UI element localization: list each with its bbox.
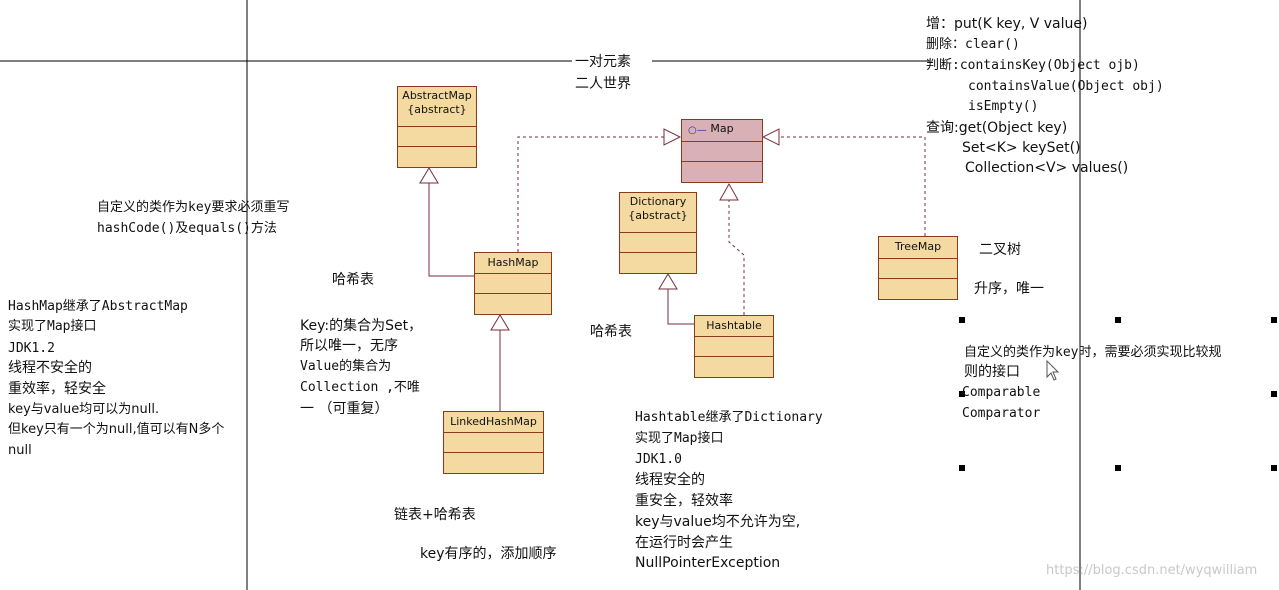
hashtable-desc-line2: 实现了Map接口	[635, 431, 724, 446]
class-header: TreeMap	[879, 237, 957, 259]
class-attributes	[475, 274, 551, 294]
class-attributes	[398, 127, 476, 147]
method-remove: 删除：clear()	[926, 37, 1020, 52]
method-judge-containsvalue: containsValue(Object obj)	[968, 79, 1164, 94]
class-stereotype: {abstract}	[628, 209, 688, 222]
class-operations	[398, 147, 476, 167]
class-operations	[879, 279, 957, 299]
resize-handle[interactable]	[959, 391, 965, 397]
hashmap-desc-line4: 线程不安全的	[8, 360, 92, 376]
class-name: Map	[710, 122, 734, 135]
custom-key-note-line2: hashCode()及equals()方法	[97, 221, 277, 236]
class-attributes	[879, 259, 957, 279]
treemap-note-line1: 自定义的类作为key时，需要必须实现比较规	[964, 345, 1222, 360]
class-header: LinkedHashMap	[444, 412, 543, 433]
class-name: Dictionary	[629, 195, 687, 208]
mouse-pointer-icon	[1046, 360, 1060, 381]
method-add: 增：put(K key, V value)	[926, 16, 1088, 32]
class-attributes	[620, 233, 696, 253]
key-set-note-line4: Collection ,不唯	[300, 380, 420, 395]
interface-icon: ○—	[688, 125, 707, 136]
linked-structure-label: 链表+哈希表	[394, 507, 476, 523]
hashmap-desc-line1: HashMap继承了AbstractMap	[8, 299, 188, 314]
class-dictionary[interactable]: Dictionary {abstract}	[619, 192, 697, 274]
binary-tree-label: 二叉树	[979, 242, 1021, 258]
class-operations	[475, 294, 551, 314]
class-operations	[695, 357, 773, 377]
watermark: https://blog.csdn.net/wyqwilliam	[1046, 563, 1258, 578]
key-set-note-line5: 一 （可重复）	[300, 401, 389, 417]
method-query-values: Collection<V> values()	[965, 160, 1129, 176]
class-header: Hashtable	[695, 316, 773, 337]
hashmap-desc-line2: 实现了Map接口	[8, 319, 97, 334]
key-set-note-line2: 所以唯一，无序	[300, 338, 398, 354]
class-linked-hash-map[interactable]: LinkedHashMap	[443, 411, 544, 474]
class-abstract-map[interactable]: AbstractMap {abstract}	[397, 86, 477, 168]
selected-text-box[interactable]	[959, 317, 1277, 471]
class-attributes	[695, 337, 773, 357]
class-hashtable[interactable]: Hashtable	[694, 315, 774, 378]
hashmap-desc-line5: 重效率，轻安全	[8, 381, 106, 397]
treemap-note-line4: Comparator	[962, 406, 1041, 421]
treemap-note-line3: Comparable	[962, 385, 1041, 400]
hashtable-desc-line7: 在运行时会产生	[635, 535, 733, 551]
resize-handle[interactable]	[959, 317, 965, 323]
ascending-unique-label: 升序，唯一	[974, 281, 1044, 297]
hashmap-desc-line8: null	[8, 443, 32, 458]
resize-handle[interactable]	[1271, 317, 1277, 323]
class-name: LinkedHashMap	[450, 415, 537, 428]
class-hash-map[interactable]: HashMap	[474, 252, 552, 315]
method-judge-isempty: isEmpty()	[968, 99, 1039, 114]
class-header: Dictionary {abstract}	[620, 193, 696, 233]
class-name: AbstractMap	[402, 89, 472, 102]
hashtable-desc-line5: 重安全，轻效率	[635, 493, 733, 509]
class-operations	[444, 453, 543, 473]
key-set-note-line3: Value的集合为	[300, 359, 392, 374]
class-header: ○— Map	[682, 120, 762, 142]
hashtable-desc-line3: JDK1.0	[635, 452, 682, 467]
hashtable-desc-line4: 线程安全的	[635, 472, 705, 488]
method-query-get: 查询:get(Object key)	[926, 120, 1068, 136]
center-title-line1: 一对元素	[575, 54, 631, 70]
class-attributes	[682, 142, 762, 162]
hashmap-desc-line6: key与value均可以为null.	[8, 402, 160, 417]
hash-table-label-left: 哈希表	[332, 272, 374, 288]
custom-key-note-line1: 自定义的类作为key要求必须重写	[97, 200, 290, 215]
method-judge-containskey: 判断:containsKey(Object ojb)	[926, 58, 1140, 73]
hash-table-label-mid: 哈希表	[590, 324, 632, 340]
method-query-keyset: Set<K> keySet()	[962, 140, 1081, 156]
class-tree-map[interactable]: TreeMap	[878, 236, 958, 300]
hashmap-desc-line3: JDK1.2	[8, 341, 55, 356]
hashtable-desc-line8: NullPointerException	[635, 555, 781, 571]
resize-handle[interactable]	[1115, 465, 1121, 471]
class-operations	[682, 162, 762, 182]
hashtable-desc-line6: key与value均不允许为空,	[635, 514, 801, 530]
resize-handle[interactable]	[1271, 465, 1277, 471]
class-map[interactable]: ○— Map	[681, 119, 763, 183]
class-name: HashMap	[487, 256, 539, 269]
class-header: HashMap	[475, 253, 551, 274]
class-header: AbstractMap {abstract}	[398, 87, 476, 127]
treemap-note-line2: 则的接口	[964, 364, 1020, 380]
resize-handle[interactable]	[1115, 317, 1121, 323]
linked-order-label: key有序的，添加顺序	[420, 546, 557, 562]
hashmap-desc-line7: 但key只有一个为null,值可以有N多个	[8, 422, 225, 437]
class-operations	[620, 253, 696, 273]
class-name: Hashtable	[706, 319, 762, 332]
class-stereotype: {abstract}	[407, 103, 467, 116]
resize-handle[interactable]	[959, 465, 965, 471]
class-attributes	[444, 433, 543, 453]
hashtable-desc-line1: Hashtable继承了Dictionary	[635, 410, 823, 425]
center-title-line2: 二人世界	[575, 76, 631, 92]
key-set-note-line1: Key:的集合为Set，	[300, 318, 423, 334]
resize-handle[interactable]	[1271, 391, 1277, 397]
class-name: TreeMap	[894, 240, 942, 253]
